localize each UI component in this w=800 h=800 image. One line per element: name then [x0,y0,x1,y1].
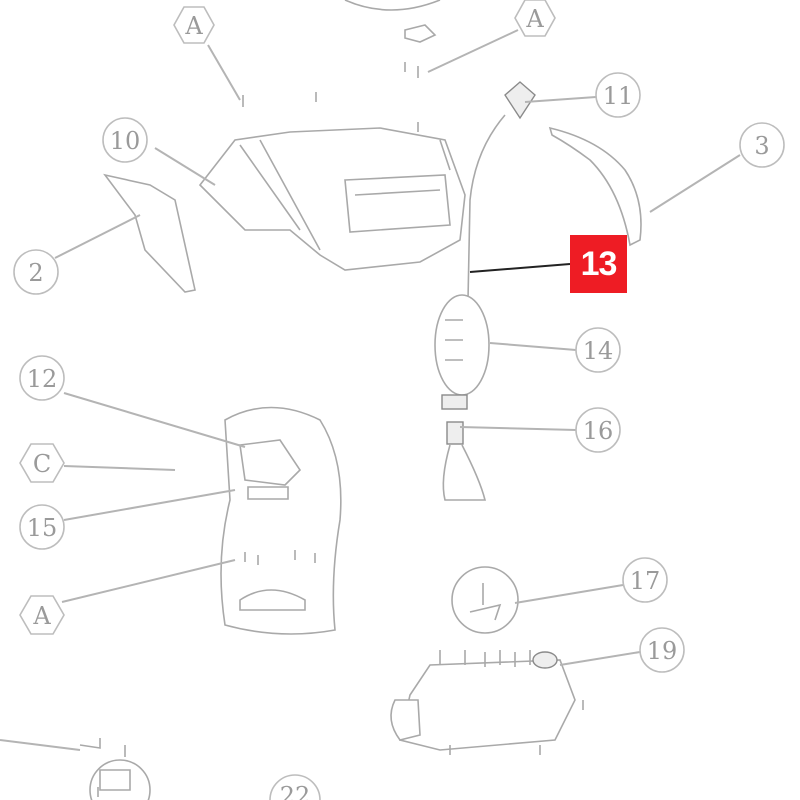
callout-16: 16 [575,407,621,453]
part-top-cover [344,0,441,78]
callout-19: 19 [639,627,685,673]
svg-text:A: A [184,12,203,40]
part-bottom-fitting [79,738,151,800]
part-front-panel [220,406,342,635]
svg-text:11: 11 [603,82,634,110]
callout-15: 15 [19,504,65,550]
svg-text:2: 2 [28,259,43,287]
callout-17: 17 [622,557,668,603]
callout-a-left: A [19,595,65,635]
leader-lines [0,29,741,751]
svg-text:A: A [32,602,51,630]
part-2-side-panel [103,173,196,293]
svg-text:3: 3 [754,132,769,160]
leader-13 [469,263,571,273]
callout-3: 3 [739,122,785,168]
svg-text:19: 19 [647,637,678,665]
highlighted-part-badge: 13 [570,235,627,293]
svg-text:10: 10 [110,127,141,155]
part-17-valve [451,566,519,634]
part-11-connector-tube [467,81,536,301]
callout-2: 2 [13,249,59,295]
svg-text:15: 15 [27,514,58,542]
part-16-chain [442,421,487,501]
callout-a-top: A [173,6,215,44]
part-3-side-panel [548,126,642,247]
part-19-pump-assembly [390,650,584,755]
callout-10: 10 [102,117,148,163]
svg-text:12: 12 [27,365,58,393]
callout-11: 11 [595,72,641,118]
callout-12: 12 [19,355,65,401]
svg-text:22: 22 [280,782,311,800]
svg-text:16: 16 [583,417,614,445]
svg-text:C: C [33,450,51,478]
part-10-housing [198,92,466,271]
svg-text:14: 14 [583,337,614,365]
part-14-bulb [434,294,490,410]
svg-text:17: 17 [630,567,661,595]
svg-text:A: A [525,5,544,33]
callout-14: 14 [575,327,621,373]
callout-c: C [19,443,65,483]
callout-22: 22 [269,774,321,800]
callout-a-right: A [514,0,556,37]
